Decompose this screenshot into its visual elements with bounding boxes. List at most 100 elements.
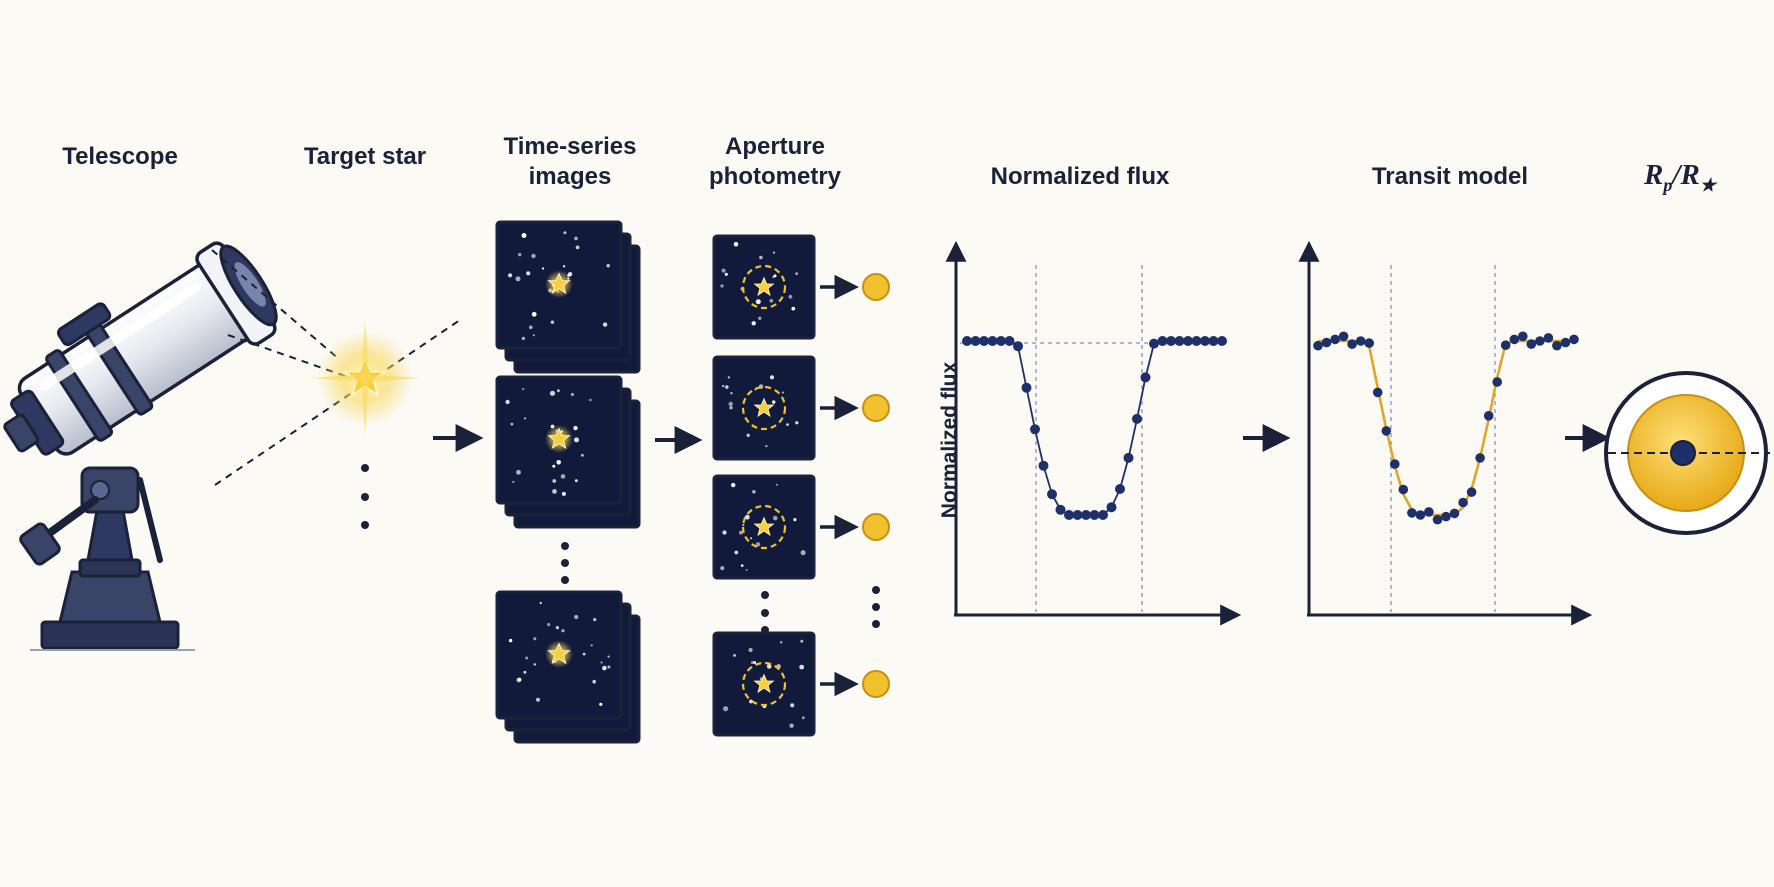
background-star <box>581 453 584 457</box>
background-star <box>590 644 593 647</box>
background-star <box>562 265 566 268</box>
background-star <box>589 398 592 402</box>
data-point <box>1449 508 1460 519</box>
data-point <box>1149 338 1159 349</box>
data-point <box>1458 497 1468 508</box>
background-star <box>753 661 757 664</box>
background-star <box>721 268 726 273</box>
data-point <box>1569 334 1579 345</box>
background-star <box>731 482 736 488</box>
background-star <box>776 483 778 486</box>
image-stack <box>495 220 641 374</box>
background-star <box>748 647 753 653</box>
data-point <box>1347 339 1357 349</box>
data-point <box>1492 377 1502 387</box>
background-star <box>536 697 540 702</box>
background-star <box>723 706 729 712</box>
background-star <box>563 231 567 235</box>
data-point <box>1072 510 1083 520</box>
photometry-row <box>712 234 890 340</box>
data-point <box>1543 333 1554 343</box>
images-ellipsis <box>561 542 569 584</box>
data-point <box>1424 507 1434 517</box>
data-point <box>1064 510 1074 520</box>
flux-y-axis-title: Normalized flux <box>938 361 961 519</box>
label-time-series-images: Time-series images <box>470 132 670 192</box>
background-star <box>720 284 724 288</box>
background-star <box>607 665 611 669</box>
background-star <box>773 274 777 278</box>
background-star <box>799 664 805 670</box>
ratio-rs-sub: ★ <box>1699 174 1716 195</box>
data-point <box>1174 336 1185 346</box>
background-star <box>593 618 597 622</box>
data-point <box>1313 340 1323 351</box>
background-star <box>547 623 551 627</box>
background-star <box>733 654 736 657</box>
background-star <box>752 490 756 494</box>
data-point <box>1047 489 1057 500</box>
background-star <box>600 661 603 664</box>
data-point <box>996 336 1006 346</box>
label-time-series-line2: images <box>528 163 612 190</box>
label-radius-ratio: Rp/R★ <box>1610 160 1750 200</box>
background-star <box>769 375 775 380</box>
background-star <box>555 626 560 630</box>
label-transit-model: Transit model <box>1371 163 1529 190</box>
background-star <box>769 299 774 303</box>
data-point <box>1030 424 1040 435</box>
label-telescope: Telescope <box>62 143 178 170</box>
background-star <box>508 273 513 278</box>
aperture-ring <box>741 504 787 550</box>
data-point <box>1535 336 1545 346</box>
background-star <box>751 321 756 326</box>
background-star <box>733 242 739 247</box>
background-star <box>795 272 798 275</box>
data-point <box>1330 334 1340 345</box>
data-point <box>1338 331 1349 342</box>
background-star <box>788 294 793 299</box>
data-point <box>1364 338 1374 348</box>
image-stack <box>495 375 641 529</box>
data-point <box>1390 459 1400 469</box>
background-star <box>531 311 537 317</box>
background-star <box>517 677 522 682</box>
background-star <box>786 423 789 426</box>
background-star <box>772 400 776 404</box>
background-star <box>533 663 536 666</box>
time-series-image-stacks <box>495 220 641 744</box>
background-star <box>602 322 608 327</box>
background-star <box>552 479 557 483</box>
background-star <box>759 255 763 260</box>
transit-model-plot <box>1298 240 1593 626</box>
background-star <box>531 253 536 259</box>
background-star <box>720 566 725 571</box>
data-point <box>1021 382 1032 393</box>
background-star <box>800 550 806 556</box>
background-star <box>552 489 557 494</box>
data-point <box>1089 510 1100 520</box>
data-point <box>1432 514 1443 525</box>
label-aperture-line1: Aperture <box>724 133 826 160</box>
radius-ratio-illustration <box>1604 371 1770 535</box>
background-star <box>766 664 772 669</box>
photometry-row <box>712 355 890 461</box>
data-point <box>979 336 989 346</box>
background-star <box>793 518 797 522</box>
background-star <box>725 385 729 389</box>
background-star <box>560 474 566 479</box>
ratio-rp-base: R <box>1644 159 1664 191</box>
background-star <box>722 530 727 535</box>
aperture-ring <box>741 264 787 310</box>
background-star <box>510 422 514 426</box>
background-star <box>592 679 596 684</box>
data-point <box>1200 336 1210 346</box>
data-point <box>1355 336 1366 346</box>
photometry-row <box>712 474 890 580</box>
background-star <box>754 388 757 391</box>
data-point <box>1081 510 1091 520</box>
background-star <box>574 437 579 443</box>
aperture-ring <box>741 385 787 431</box>
ratio-sep: / <box>1672 159 1681 191</box>
background-star <box>606 264 610 268</box>
